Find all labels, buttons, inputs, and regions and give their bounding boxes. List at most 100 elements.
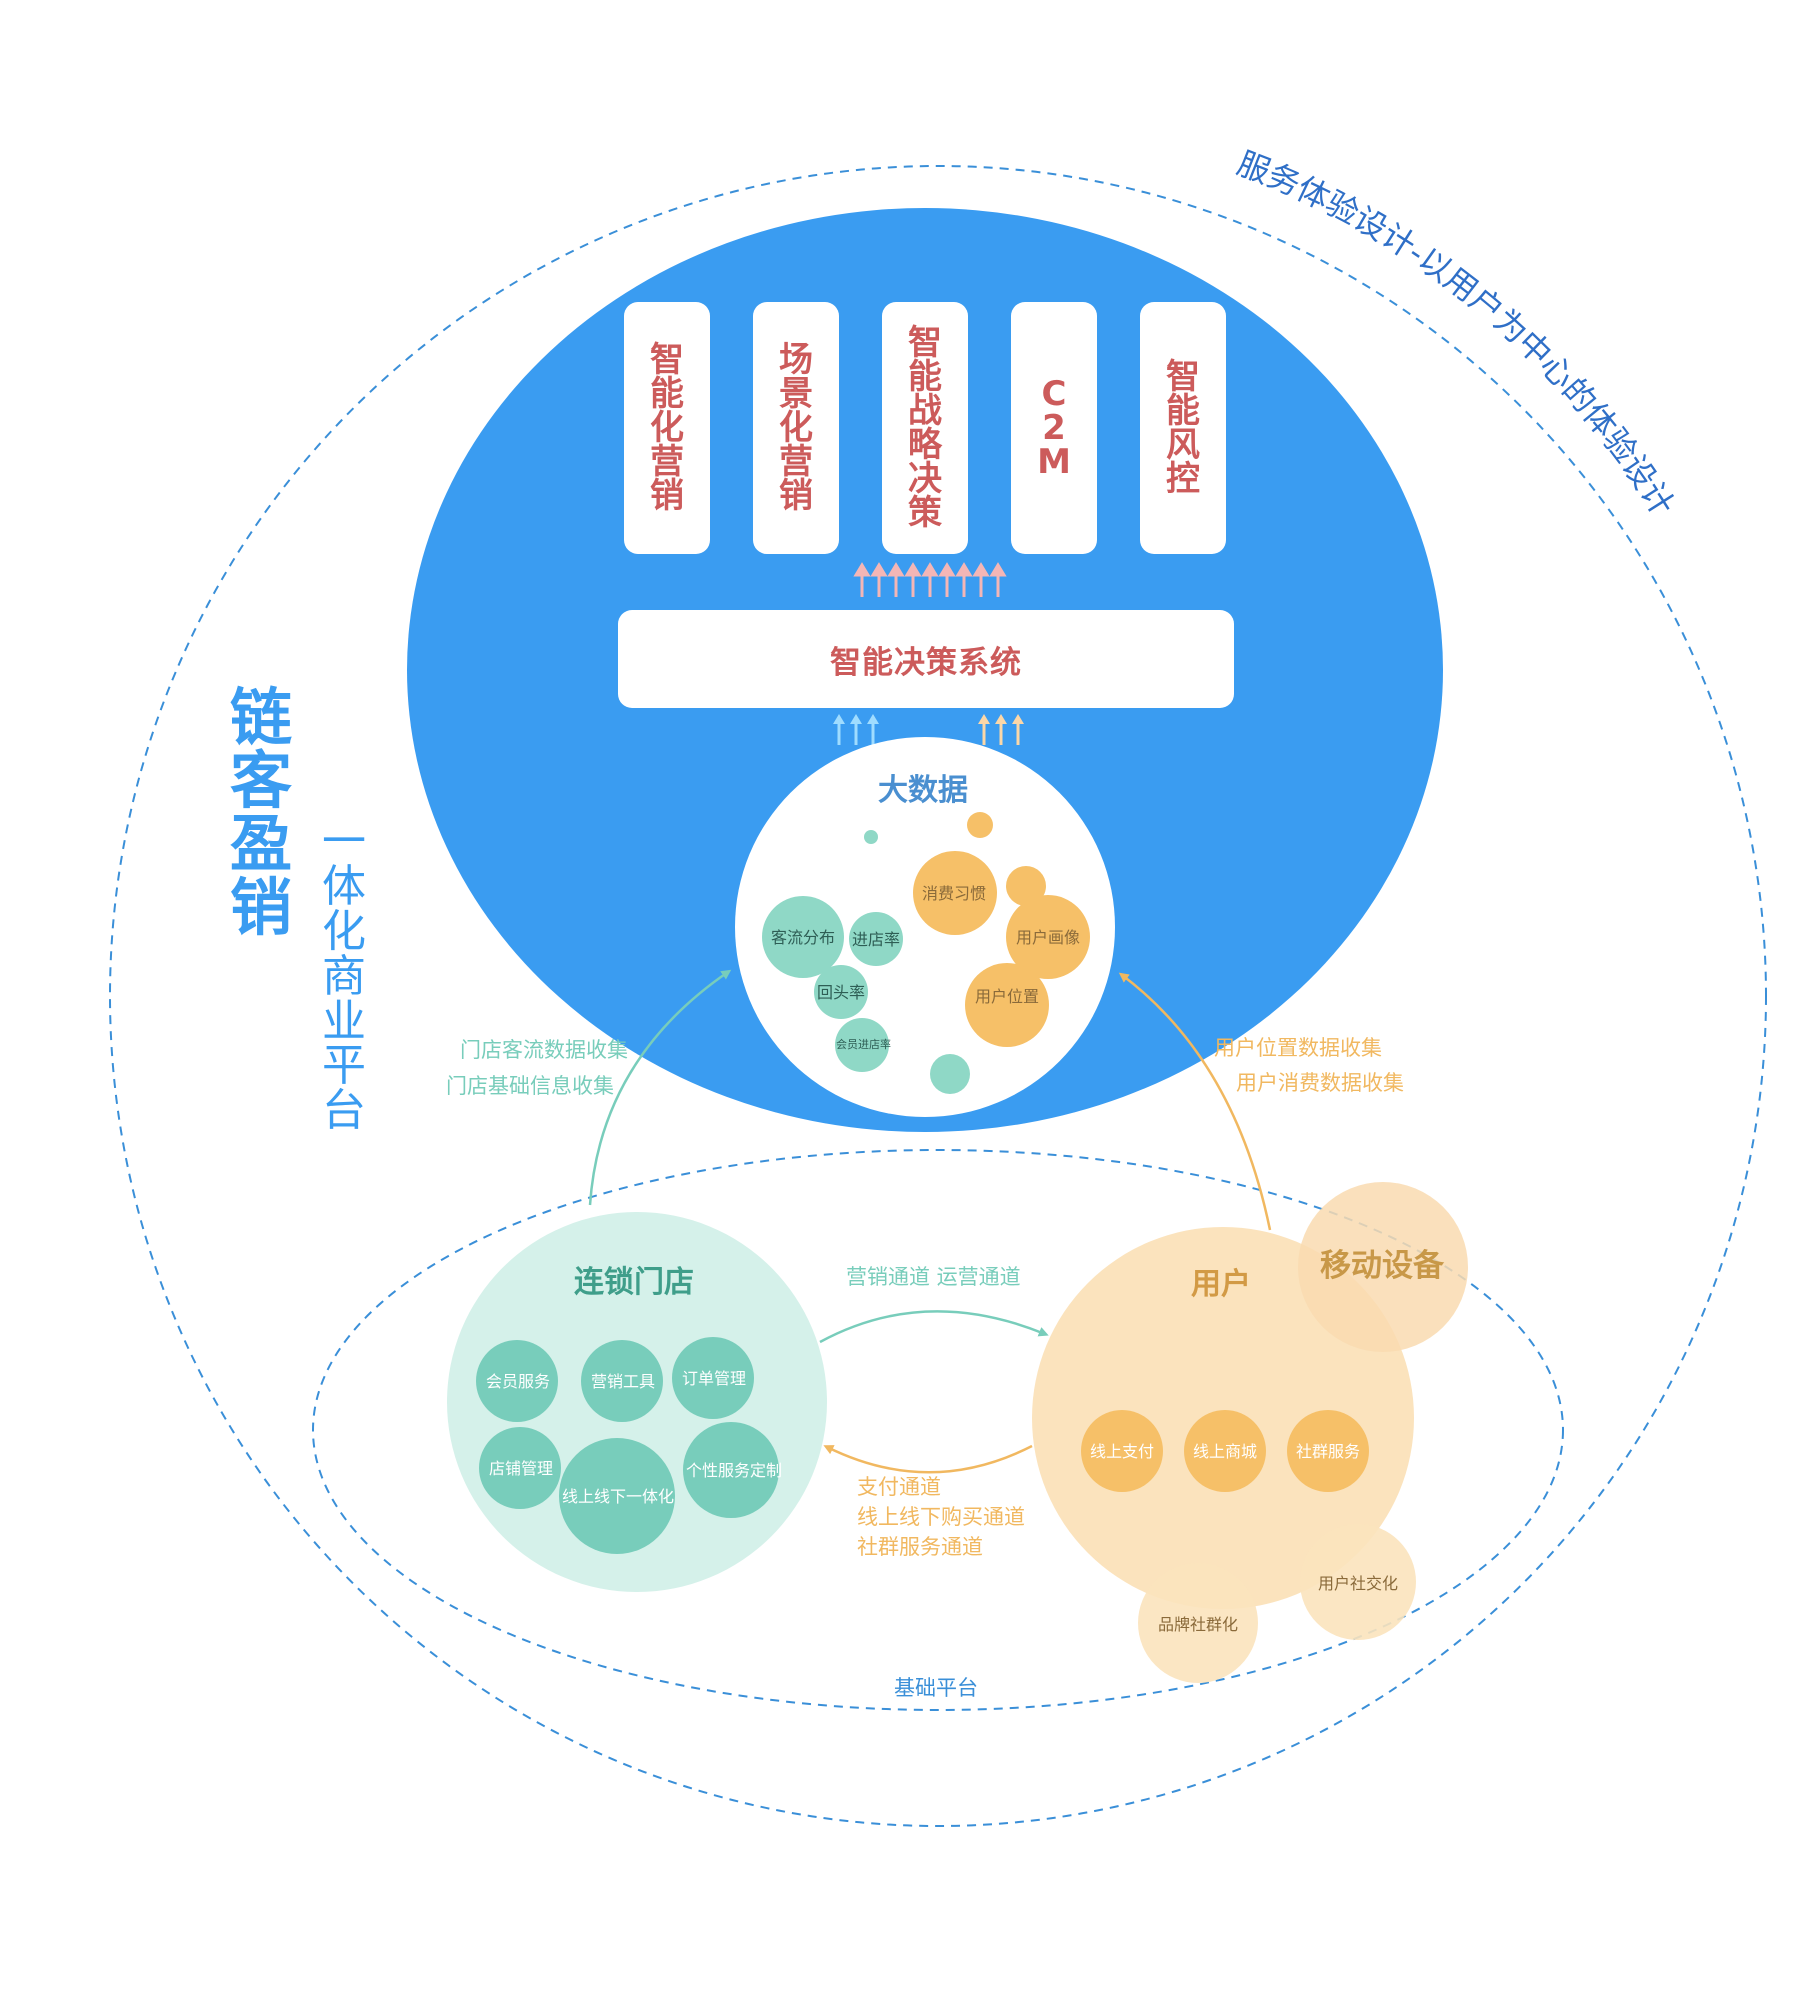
pink-up-arrow-head [887, 562, 905, 577]
bubble-online-mall [1184, 1410, 1266, 1492]
pillar-char: 能 [1166, 391, 1200, 431]
label-entry-rate: 进店率 [852, 930, 901, 949]
brand-title-char: 链 [230, 681, 293, 754]
label-order-management: 订单管理 [682, 1369, 747, 1388]
label-brand-community: 品牌社群化 [1158, 1615, 1239, 1634]
bubble-online-payment [1081, 1410, 1163, 1492]
pillar-char: 智 [908, 323, 942, 363]
left-flow-label-2: 门店基础信息收集 [446, 1074, 614, 1098]
pillar-char: 销 [650, 476, 684, 516]
brand-subtitle-char: 一 [322, 816, 366, 867]
bubble-customer-flow [762, 896, 844, 978]
label-customer-flow: 客流分布 [771, 928, 836, 947]
bubble-custom-service [683, 1422, 779, 1518]
pillar-risk-control: 智能风控 [1140, 302, 1226, 554]
pillar-char: 营 [779, 442, 813, 482]
decision-feed-arrows [833, 714, 1024, 745]
bubble-user-portrait [1006, 895, 1090, 979]
label-online-payment: 线上支付 [1090, 1442, 1155, 1461]
channel-top-label: 营销通道 运营通道 [846, 1265, 1021, 1289]
label-user-location: 用户位置 [975, 987, 1040, 1006]
brand-subtitle-char: 台 [322, 1085, 366, 1137]
sky-up-arrow-head [850, 714, 862, 724]
dot-orange-top [967, 812, 993, 838]
pillar-char: 略 [908, 425, 942, 465]
brand-subtitle-char: 商 [322, 950, 366, 1002]
brand-subtitle-char: 体 [322, 860, 366, 912]
base-platform-label: 基础平台 [894, 1676, 978, 1700]
dot-orange-mid [1006, 866, 1046, 906]
brand-subtitle-char: 平 [322, 1040, 366, 1092]
channel-bottom-label-1: 支付通道 [857, 1475, 941, 1499]
brand-subtitle-char: 化 [322, 905, 366, 957]
decision-system-label: 智能决策系统 [830, 644, 1022, 681]
user-to-bigdata-arrow [1118, 972, 1272, 1231]
pink-up-arrow-head [989, 562, 1007, 577]
label-community-service: 社群服务 [1296, 1442, 1361, 1461]
decision-system-box: 智能决策系统 [618, 610, 1234, 708]
store-to-bigdata-arrow [588, 969, 732, 1206]
label-custom-service: 个性服务定制 [686, 1461, 783, 1480]
bubble-member-entry-rate [835, 1018, 889, 1072]
pillar-char: 2 [1042, 408, 1066, 448]
label-consumption-habit: 消费习惯 [922, 884, 987, 903]
bubble-online-offline [559, 1438, 675, 1554]
pillar-char: 策 [908, 493, 942, 533]
bubble-entry-rate [849, 912, 903, 966]
mobile-device-label: 移动设备 [1320, 1248, 1444, 1284]
label-online-mall: 线上商城 [1193, 1442, 1258, 1461]
sky-up-arrow-head [833, 714, 845, 724]
brand-title: 链客盈销 [230, 686, 292, 939]
pillar-char: 智 [1166, 357, 1200, 397]
label-marketing-tools: 营销工具 [591, 1372, 656, 1391]
bubble-community-service [1287, 1410, 1369, 1492]
brand-subtitle-char: 业 [322, 995, 366, 1047]
pink-up-arrow-head [853, 562, 871, 577]
pink-up-arrow-head [921, 562, 939, 577]
pink-up-arrow-head [955, 562, 973, 577]
brand-title-char: 销 [230, 870, 293, 944]
pillar-char: 能 [908, 357, 942, 397]
bubble-consumption-habit [913, 851, 997, 935]
pillar-char: 战 [908, 391, 942, 431]
bubble-return-rate [814, 965, 868, 1019]
pillar-char: 化 [650, 408, 684, 448]
pillar-char: 场 [779, 340, 813, 380]
brand-subtitle: 一体化商业平台 [322, 816, 366, 1137]
left-flow-label-1: 门店客流数据收集 [460, 1038, 628, 1062]
pillar-char: C [1041, 374, 1067, 414]
user-title: 用户 [1191, 1267, 1251, 1302]
store-to-user-arrow [819, 1310, 1049, 1344]
bubble-user-location [965, 963, 1049, 1047]
sky-up-arrow-head [867, 714, 879, 724]
pink-up-arrow-head [938, 562, 956, 577]
pillar-char: M [1037, 442, 1071, 482]
chain-store-title: 连锁门店 [574, 1265, 694, 1300]
bubble-order-management [672, 1337, 754, 1419]
user-to-store-arrow [823, 1444, 1033, 1474]
pillar-char: 控 [1166, 459, 1200, 499]
label-user-social: 用户社交化 [1318, 1574, 1399, 1593]
label-user-portrait: 用户画像 [1016, 928, 1081, 947]
channel-bottom-label-3: 社群服务通道 [857, 1535, 983, 1559]
label-online-offline: 线上线下一体化 [562, 1487, 675, 1506]
pink-up-arrow-head [870, 562, 888, 577]
bubble-marketing-tools [581, 1340, 663, 1422]
pink-up-arrow-head [972, 562, 990, 577]
pink-up-arrow-head [904, 562, 922, 577]
big-data-title: 大数据 [878, 773, 968, 808]
mobile-device-circle [1298, 1182, 1468, 1352]
pillar-feed-arrows [853, 562, 1007, 597]
bubble-store-management [479, 1427, 561, 1509]
right-flow-label-2: 用户消费数据收集 [1236, 1071, 1404, 1095]
peach-up-arrow-head [978, 714, 990, 724]
brand-title-char: 客 [230, 744, 293, 818]
dot-small-teal [864, 830, 878, 844]
channel-bottom-label-2: 线上线下购买通道 [857, 1505, 1025, 1529]
bubble-member-service [476, 1340, 558, 1422]
brand-title-char: 盈 [230, 807, 293, 881]
pillar-char: 营 [650, 442, 684, 482]
dot-teal-bottom [930, 1054, 970, 1094]
